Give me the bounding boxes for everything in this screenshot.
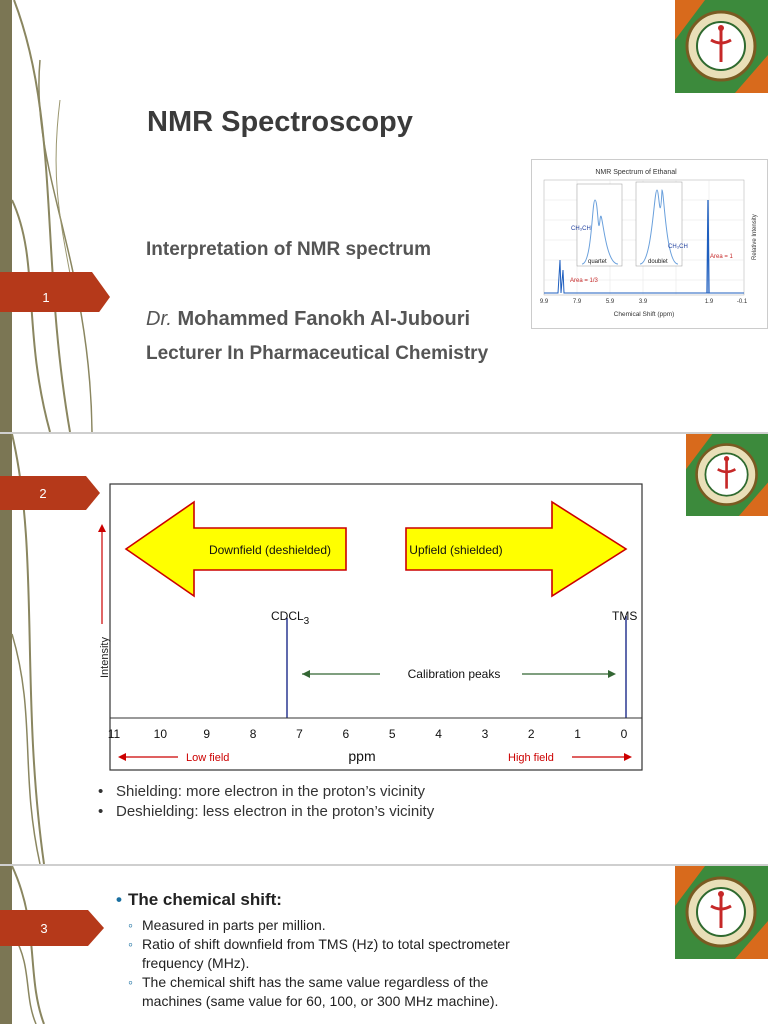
- ppm-tick-label: 0: [621, 727, 628, 741]
- thumb-tick: 3.9: [639, 299, 648, 305]
- cdcl3-subscript: 3: [304, 616, 310, 627]
- bullet-deshielding: Deshielding: less electron in the proton…: [98, 802, 434, 822]
- ppm-tick-label: 3: [482, 727, 489, 741]
- ppm-tick-label: 7: [296, 727, 303, 741]
- thumb-doublet-label: doublet: [648, 259, 668, 265]
- ethanal-spectrum-svg: NMR Spectrum of Ethanal CH₃CH CH₃CH quar…: [540, 169, 758, 318]
- ppm-tick-label: 2: [528, 727, 535, 741]
- ppm-tick-label: 4: [435, 727, 442, 741]
- thumb-tick: 9.9: [540, 299, 549, 305]
- calibration-label: Calibration peaks: [408, 667, 501, 681]
- thumb-group-right: CH₃CH: [668, 244, 688, 250]
- chemical-shift-item: Measured in parts per million.: [116, 916, 522, 935]
- chemical-shift-item: Ratio of shift downfield from TMS (Hz) t…: [116, 935, 522, 973]
- ppm-tick-label: 1: [574, 727, 581, 741]
- slide-subtitle: Interpretation of NMR spectrum: [146, 239, 432, 260]
- thumb-tick: 7.9: [573, 299, 582, 305]
- slide-title: NMR Spectroscopy: [147, 106, 413, 138]
- slide-separator: [0, 864, 768, 866]
- thumb-area-left: Area = 1/3: [570, 278, 599, 284]
- ethanal-spectrum-thumbnail: NMR Spectrum of Ethanal CH₃CH CH₃CH quar…: [531, 159, 768, 329]
- thumb-area-right: Area = 1: [710, 254, 734, 260]
- thumb-title: NMR Spectrum of Ethanal: [595, 169, 677, 176]
- thumb-tick: 5.9: [606, 299, 615, 305]
- intensity-label: Intensity: [99, 637, 111, 678]
- downfield-arrow: [124, 500, 347, 598]
- thumb-quartet-label: quartet: [588, 259, 607, 265]
- slide-2[interactable]: 2 Downfield (deshielded) Upfield (shield…: [0, 434, 768, 864]
- upfield-label: Upfield (shielded): [409, 543, 502, 557]
- ppm-tick-label: 11: [108, 727, 121, 741]
- ppm-label: ppm: [348, 748, 375, 764]
- slide-3[interactable]: 3 The chemical shift: Measured in parts …: [0, 866, 768, 1024]
- high-field-label: High field: [508, 752, 554, 764]
- university-logo: [686, 434, 768, 516]
- slide-number: 1: [42, 289, 50, 305]
- slide-number-tab-bg: [0, 476, 100, 510]
- cdcl3-text: CDCL: [271, 609, 304, 623]
- slide-number-tab-bg: [0, 910, 104, 946]
- low-field-label: Low field: [186, 752, 229, 764]
- slide-number-tab-bg: [0, 272, 110, 312]
- author-line: Dr. Mohammed Fanokh Al-Jubouri: [146, 308, 470, 331]
- nmr-scale-diagram: Downfield (deshielded) Upfield (shielded…: [98, 483, 643, 771]
- cdcl3-label: CDCL3: [271, 609, 310, 627]
- university-logo: [675, 0, 768, 93]
- thumb-ylabel: Relative Intensity: [752, 214, 758, 260]
- ppm-tick-label: 6: [342, 727, 349, 741]
- slide-number: 3: [40, 920, 48, 936]
- author-prefix: Dr.: [146, 308, 172, 330]
- slide-number: 2: [39, 485, 47, 501]
- ppm-tick-label: 8: [250, 727, 257, 741]
- slide-separator: [0, 432, 768, 434]
- chemical-shift-item: The chemical shift has the same value re…: [116, 973, 522, 1011]
- slide-1[interactable]: 1 NMR Spectroscopy Interpretation of NMR…: [0, 0, 768, 432]
- shielding-bullets: Shielding: more electron in the proton’s…: [98, 782, 434, 822]
- chemical-shift-section: The chemical shift: Measured in parts pe…: [116, 890, 522, 1011]
- tms-label: TMS: [612, 609, 637, 623]
- thumb-tick: -0.1: [737, 299, 748, 305]
- university-logo: [675, 866, 768, 959]
- author-name: Mohammed Fanokh Al-Jubouri: [177, 308, 471, 330]
- thumb-group-left: CH₃CH: [571, 226, 591, 232]
- bullet-shielding: Shielding: more electron in the proton’s…: [98, 782, 434, 802]
- chemical-shift-heading: The chemical shift:: [116, 890, 522, 910]
- author-role: Lecturer In Pharmaceutical Chemistry: [146, 343, 489, 364]
- ppm-tick-label: 5: [389, 727, 396, 741]
- ppm-tick-label: 10: [154, 727, 168, 741]
- downfield-label: Downfield (deshielded): [209, 543, 331, 557]
- thumb-tick: 1.9: [705, 299, 714, 305]
- ppm-tick-label: 9: [203, 727, 210, 741]
- thumb-xlabel: Chemical Shift (ppm): [614, 311, 675, 318]
- left-accent-bar: [0, 0, 12, 432]
- left-accent-bar: [0, 434, 12, 864]
- upfield-arrow: [405, 500, 628, 598]
- decorative-vines: [11, 0, 93, 432]
